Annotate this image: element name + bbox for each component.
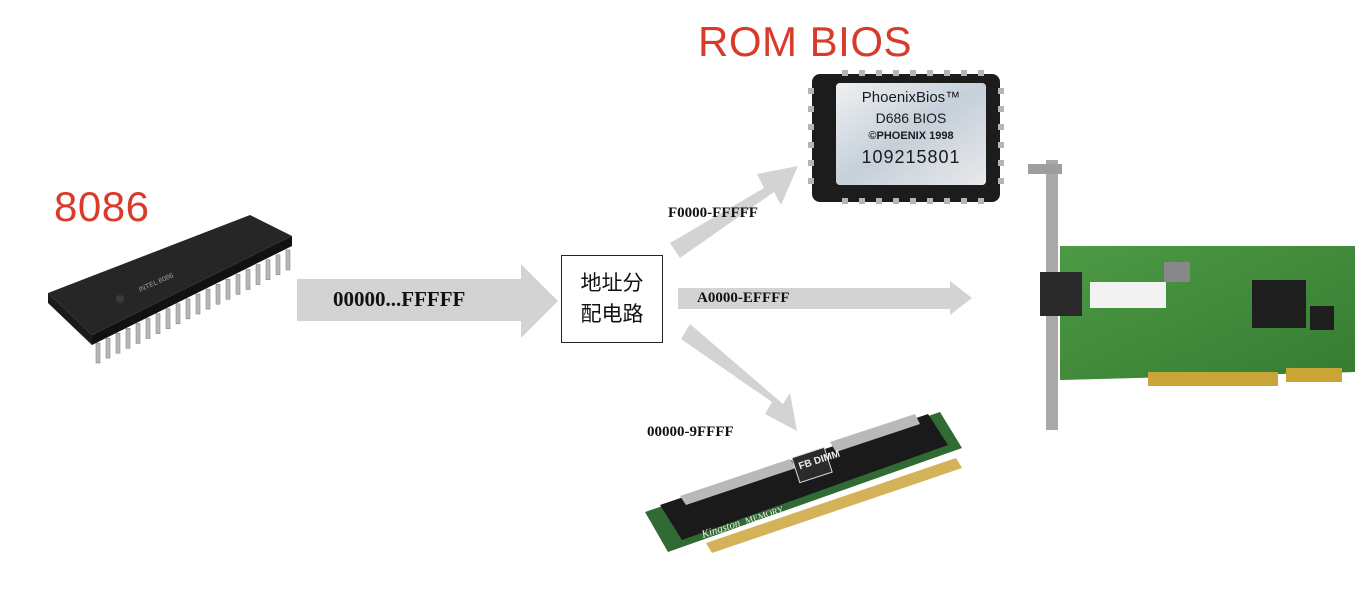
rom-chip-icon: [808, 70, 1004, 204]
rom-pin: [961, 198, 967, 204]
range-card: A0000-EFFFF: [697, 290, 790, 306]
rom-pin: [893, 70, 899, 76]
rom-pin: [808, 160, 814, 166]
address-decoder-box: 地址分配电路: [561, 255, 663, 343]
rom-pin: [859, 70, 865, 76]
rom-label: ROM BIOS: [698, 18, 913, 65]
rom-pin: [859, 198, 865, 204]
cpu-pin: [125, 328, 131, 349]
cpu-chip-icon: INTEL 8086: [48, 215, 292, 364]
rom-line-1: PhoenixBios™: [861, 89, 961, 106]
cpu-pin: [275, 254, 281, 276]
rom-pin: [927, 198, 933, 204]
cpu-pin: [95, 342, 101, 364]
cpu-pin: [165, 308, 171, 329]
rom-pin: [876, 198, 882, 204]
rom-pin: [998, 142, 1004, 148]
cpu-pin: [175, 303, 181, 325]
expansion-card-icon: [1028, 160, 1355, 430]
rom-pin: [808, 178, 814, 184]
cpu-label: 8086: [54, 183, 150, 230]
cpu-pin: [225, 279, 231, 300]
rom-pin: [998, 124, 1004, 130]
rom-pin: [910, 70, 916, 76]
rom-pin: [978, 198, 984, 204]
rom-line-3: ©PHOENIX 1998: [868, 130, 954, 142]
arrow-decoder-to-card: [678, 281, 972, 315]
arrow-cpu-to-decoder: [297, 264, 558, 338]
rom-line-2: D686 BIOS: [875, 110, 947, 126]
arrow-decoder-to-ram: [681, 324, 797, 431]
cpu-pin: [285, 249, 291, 271]
cpu-pin: [155, 313, 161, 334]
rom-line-4: 109215801: [861, 147, 961, 167]
rom-pin: [998, 106, 1004, 112]
rom-chip-text: PhoenixBios™ D686 BIOS ©PHOENIX 1998 109…: [836, 88, 986, 170]
range-cpu-out: 00000...FFFFF: [333, 287, 466, 311]
cpu-pin: [195, 293, 201, 315]
cpu-pin: [205, 288, 211, 310]
rom-pin: [944, 70, 950, 76]
rom-pin: [998, 88, 1004, 94]
cpu-pin: [135, 323, 141, 344]
rom-pin: [893, 198, 899, 204]
cpu-pin: [265, 259, 271, 280]
cpu-pin: [145, 318, 151, 339]
cpu-pin: [105, 337, 111, 359]
rom-pin: [808, 88, 814, 94]
rom-pin: [927, 70, 933, 76]
cpu-pin: [235, 274, 241, 295]
cpu-pin: [215, 283, 221, 305]
rom-pin: [978, 70, 984, 76]
rom-pin: [944, 198, 950, 204]
rom-pin: [876, 70, 882, 76]
rom-pin: [961, 70, 967, 76]
cpu-pin: [255, 264, 261, 285]
rom-pin: [842, 70, 848, 76]
rom-pin: [808, 142, 814, 148]
decoder-label: 地址分配电路: [580, 271, 644, 326]
cpu-pin: [245, 269, 251, 290]
range-rom: F0000-FFFFF: [668, 205, 758, 221]
rom-pin: [808, 106, 814, 112]
rom-pin: [998, 160, 1004, 166]
cpu-pin: [115, 332, 121, 354]
arrow-decoder-to-rom: [670, 166, 798, 258]
rom-pin: [808, 124, 814, 130]
ram-module-icon: [645, 412, 962, 553]
cpu-pin: [185, 298, 191, 320]
range-ram: 00000-9FFFF: [647, 424, 734, 440]
rom-pin: [910, 198, 916, 204]
rom-pin: [842, 198, 848, 204]
rom-pin: [998, 178, 1004, 184]
